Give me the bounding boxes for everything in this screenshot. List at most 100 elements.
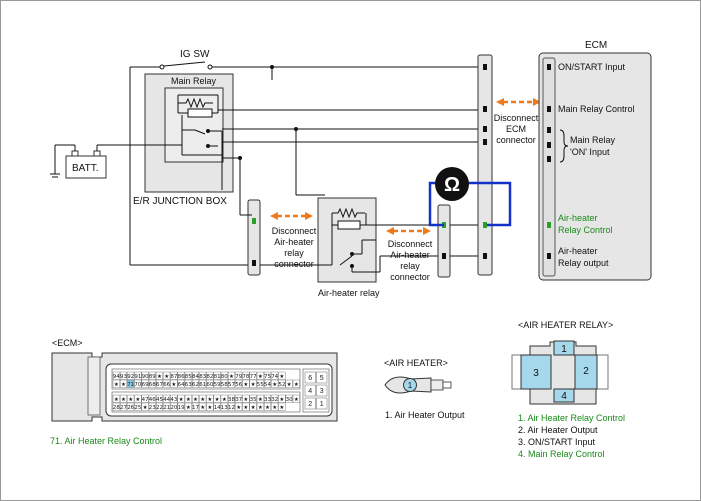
disconnect-relay-left-line3: relay — [284, 248, 304, 258]
ohmmeter-icon: Ω — [428, 167, 512, 227]
ecm-pin-cell — [177, 402, 185, 411]
ecm-pin-cell — [249, 394, 257, 403]
ecm-pin-label: ★ — [179, 397, 184, 403]
main-relay-label: Main Relay — [171, 76, 217, 86]
ecm-pin-label: ★ — [222, 397, 227, 403]
ecm-pin-main-relay-on-line1: Main Relay — [570, 135, 616, 145]
ecm-pin-cell — [112, 379, 120, 388]
ecm-connector-caption: 71. Air Heater Relay Control — [50, 436, 162, 446]
ecm-pin-cell — [163, 394, 171, 403]
ecm-pin-cell — [112, 371, 120, 380]
ecm-side-pin-cell — [304, 397, 316, 410]
ecm-pin-label: 33 — [264, 397, 271, 403]
ecm-pin-cell — [235, 379, 243, 388]
ecm-pin-cell — [206, 394, 214, 403]
ecm-pin-cell — [220, 379, 228, 388]
ecm-side-pin-label: 5 — [320, 375, 324, 382]
ecm-pin-label: 75 — [264, 374, 271, 380]
ecm-pin-label: ★ — [121, 382, 126, 388]
ecm-pin-cell — [170, 371, 178, 380]
pin-marker — [442, 253, 446, 259]
ecm-pin-cell — [119, 371, 127, 380]
ecm-pin-label: ★ — [279, 405, 284, 411]
ecm-pin-cell — [191, 379, 199, 388]
ecm-pin-label: ★ — [243, 397, 248, 403]
ecm-pin-label: 62 — [192, 382, 199, 388]
ecm-pin-cell — [127, 371, 135, 380]
ecm-pin-cell — [141, 394, 149, 403]
ecm-pin-cell — [271, 379, 279, 388]
ecm-pin-label: ★ — [114, 382, 119, 388]
ecm-pin-label: ★ — [207, 405, 212, 411]
ecm-pin-label: ★ — [251, 382, 256, 388]
air-heater-pin-1: 1 — [408, 381, 413, 390]
ecm-pin-label: 78 — [242, 374, 249, 380]
ecm-pin-label: 80 — [221, 374, 228, 380]
ecm-pin-cell — [271, 402, 279, 411]
disconnect-arrow-icon — [386, 227, 431, 235]
ecm-pin-cell — [292, 394, 300, 403]
ecm-pin-label: 56 — [235, 382, 242, 388]
relay-pin-4: 4 — [561, 391, 567, 402]
ecm-pin-label: 86 — [178, 374, 185, 380]
ecm-pin-cell — [170, 379, 178, 388]
disconnect-relay-left-line2: Air-heater — [274, 237, 314, 247]
relay-legend-4: 4. Main Relay Control — [518, 449, 605, 459]
ecm-pin-air-heater-relay-output-line2: Relay output — [558, 258, 609, 268]
ecm-pin-label: 19 — [178, 405, 185, 411]
ecm-pin-air-heater-relay-control-line2: Relay Control — [558, 225, 613, 235]
ecm-pin-cell — [227, 371, 235, 380]
ecm-pin-label: 12 — [228, 405, 235, 411]
ecm-pin-cell — [220, 402, 228, 411]
disconnect-relay-left-line1: Disconnect — [272, 226, 317, 236]
ecm-pin-label: 85 — [185, 374, 192, 380]
ecm-pin-cell — [112, 402, 120, 411]
ecm-pin-cell — [235, 402, 243, 411]
ecm-pin-label: 90 — [142, 374, 149, 380]
ig-sw-label: IG SW — [180, 49, 210, 60]
ecm-pin-cell — [170, 402, 178, 411]
disconnect-relay-right-line4: connector — [390, 272, 430, 282]
ecm-pin-cell — [184, 402, 192, 411]
ecm-pin-cell — [206, 379, 214, 388]
ecm-pin-label: ★ — [251, 405, 256, 411]
ecm-pin-cell — [141, 402, 149, 411]
disconnect-arrow-icon — [496, 98, 541, 106]
pin-marker — [252, 260, 256, 266]
battery — [65, 155, 107, 179]
ecm-pin-cell — [227, 379, 235, 388]
ecm-pin-cell — [199, 379, 207, 388]
ecm-pin-label: 57 — [228, 382, 235, 388]
ecm-pin-cell — [264, 394, 272, 403]
ecm-pin-cell — [227, 402, 235, 411]
ecm-pin-label: 59 — [214, 382, 221, 388]
ecm-pin-cell — [249, 379, 257, 388]
ecm-side-pin-label: 3 — [320, 388, 324, 395]
ecm-pin-label: ★ — [186, 405, 191, 411]
relay-legend-3: 3. ON/START Input — [518, 437, 596, 447]
ecm-pin-label: 71 — [127, 382, 134, 388]
ecm-pin-cell — [213, 394, 221, 403]
ecm-pin-label: 70 — [134, 382, 141, 388]
main-relay-resistor — [178, 97, 213, 109]
ecm-pin-cell — [148, 402, 156, 411]
ecm-side-pin-label: 6 — [308, 375, 312, 382]
disconnect-ecm-line2: ECM — [506, 124, 526, 134]
ecm-pin-cell — [242, 402, 250, 411]
relay-pin-2: 2 — [583, 366, 589, 377]
ecm-pin-label: 94 — [113, 374, 120, 380]
ecm-pin-label: 82 — [206, 374, 213, 380]
ecm-pin-cell — [220, 394, 228, 403]
ecm-pin-label: 67 — [156, 382, 163, 388]
ecm-pin-label: 38 — [228, 397, 235, 403]
ecm-pin-cell — [256, 371, 264, 380]
ecm-pin-cell — [213, 379, 221, 388]
ecm-pin-label: 26 — [127, 405, 134, 411]
ecm-pin-cell — [206, 371, 214, 380]
ecm-pin-label: ★ — [143, 405, 148, 411]
ecm-pin-cell — [271, 371, 279, 380]
ecm-pin-cell — [278, 371, 286, 380]
ecm-pin-label: ★ — [236, 405, 241, 411]
